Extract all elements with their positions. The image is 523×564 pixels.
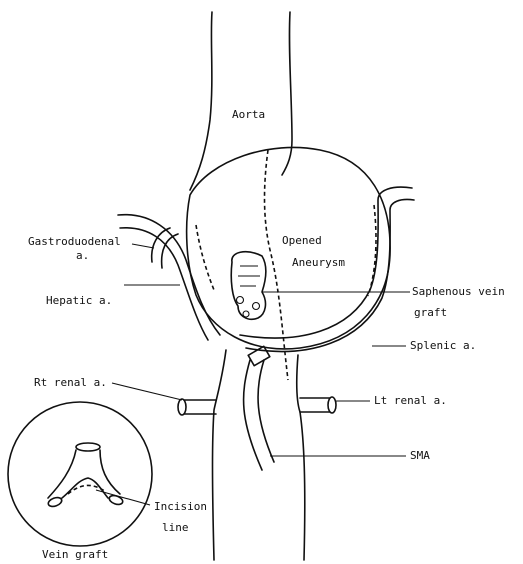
rt-renal-stump bbox=[178, 399, 186, 415]
inset-vein-graft bbox=[48, 450, 120, 498]
label-aneurysm: Aneurysm bbox=[292, 256, 345, 269]
aneurysm-left-dashed bbox=[196, 225, 214, 290]
label-incision-1: Incision bbox=[154, 500, 207, 513]
label-aorta: Aorta bbox=[232, 108, 265, 121]
label-splenic: Splenic a. bbox=[410, 339, 476, 352]
lower-aorta-right bbox=[297, 355, 305, 560]
aorta-right-wall bbox=[282, 12, 292, 175]
aneurysm-sac bbox=[187, 147, 390, 348]
inset-graft-top bbox=[76, 443, 100, 451]
leader-gastroduodenal bbox=[132, 244, 154, 248]
label-sma: SMA bbox=[410, 449, 430, 462]
inset-graft-left-end bbox=[47, 496, 63, 508]
aneurysm-incision-dashed bbox=[265, 150, 289, 380]
hepatic-artery-outer bbox=[118, 215, 220, 335]
label-opened: Opened bbox=[282, 234, 322, 247]
label-vein-graft: Vein graft bbox=[42, 548, 108, 561]
graft-dot-3 bbox=[243, 311, 249, 317]
label-rt-renal: Rt renal a. bbox=[34, 376, 107, 389]
rt-renal-artery bbox=[184, 400, 216, 414]
gastroduodenal-artery bbox=[152, 228, 178, 268]
graft-dot-2 bbox=[253, 303, 260, 310]
label-lt-renal: Lt renal a. bbox=[374, 394, 447, 407]
label-gastroduodenal-1: Gastroduodenal bbox=[28, 235, 121, 248]
inset-circle bbox=[8, 402, 152, 546]
label-hepatic: Hepatic a. bbox=[46, 294, 112, 307]
label-gastroduodenal-2: a. bbox=[76, 249, 89, 262]
sma-right bbox=[258, 360, 274, 462]
label-saphenous-1: Saphenous vein bbox=[412, 285, 505, 298]
lt-renal-artery bbox=[300, 398, 330, 412]
lower-aorta-left bbox=[213, 350, 227, 560]
splenic-dashed bbox=[368, 205, 376, 296]
graft-dot-1 bbox=[237, 297, 244, 304]
graft-fine-lines bbox=[238, 266, 260, 286]
aorta-left-wall bbox=[190, 12, 212, 190]
label-saphenous-2: graft bbox=[414, 306, 447, 319]
label-incision-2: line bbox=[162, 521, 189, 534]
leader-rt-renal bbox=[112, 383, 182, 400]
lt-renal-stump bbox=[328, 397, 336, 413]
